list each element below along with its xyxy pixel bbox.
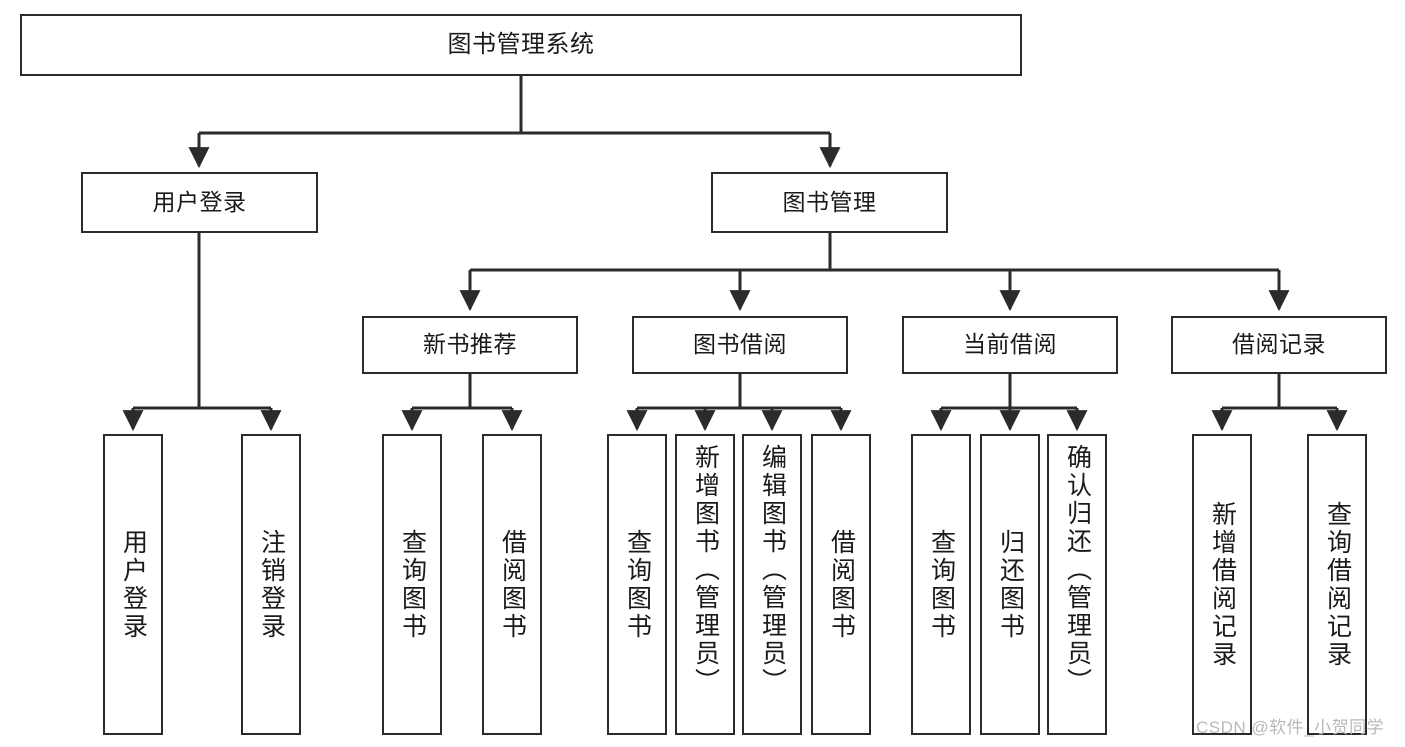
leaf-borrow-query-book-label: 查询图书: [623, 528, 652, 641]
leaf-user-login-label: 用户登录: [119, 528, 148, 641]
leaf-record-query-record-label: 查询借阅记录: [1323, 500, 1352, 669]
leaf-borrow-add-book-admin[interactable]: 新增图书（管理员）: [675, 434, 735, 735]
node-user-login[interactable]: 用户登录: [81, 172, 318, 233]
leaf-current-confirm-return-admin[interactable]: 确认归还（管理员）: [1047, 434, 1107, 735]
leaf-logout-label: 注销登录: [257, 528, 286, 641]
node-user-login-label: 用户登录: [152, 188, 247, 215]
node-borrow-record[interactable]: 借阅记录: [1171, 316, 1387, 374]
leaf-current-return-book-label: 归还图书: [996, 528, 1025, 641]
node-book-borrow-label: 图书借阅: [693, 331, 787, 358]
leaf-borrow-edit-book-admin-label: 编辑图书（管理员）: [758, 444, 787, 696]
node-book-management[interactable]: 图书管理: [711, 172, 948, 233]
leaf-borrow-edit-book-admin[interactable]: 编辑图书（管理员）: [742, 434, 802, 735]
leaf-current-return-book[interactable]: 归还图书: [980, 434, 1040, 735]
node-book-management-label: 图书管理: [782, 188, 877, 215]
leaf-borrow-borrow-book[interactable]: 借阅图书: [811, 434, 871, 735]
node-current-borrow[interactable]: 当前借阅: [902, 316, 1118, 374]
node-root-system-label: 图书管理系统: [447, 30, 595, 58]
leaf-borrow-add-book-admin-label: 新增图书（管理员）: [691, 444, 720, 696]
leaf-borrow-query-book[interactable]: 查询图书: [607, 434, 667, 735]
csdn-watermark: CSDN @软件_小贺同学: [1196, 718, 1385, 737]
leaf-newbook-query-book-label: 查询图书: [398, 528, 427, 641]
leaf-newbook-borrow-book-label: 借阅图书: [498, 528, 527, 641]
leaf-current-confirm-return-admin-label: 确认归还（管理员）: [1063, 444, 1092, 696]
leaf-user-login[interactable]: 用户登录: [103, 434, 163, 735]
node-new-book-recommend[interactable]: 新书推荐: [362, 316, 578, 374]
leaf-record-add-record[interactable]: 新增借阅记录: [1192, 434, 1252, 735]
leaf-borrow-borrow-book-label: 借阅图书: [827, 528, 856, 641]
leaf-record-add-record-label: 新增借阅记录: [1208, 500, 1237, 669]
node-book-borrow[interactable]: 图书借阅: [632, 316, 848, 374]
leaf-current-query-book-label: 查询图书: [927, 528, 956, 641]
leaf-logout[interactable]: 注销登录: [241, 434, 301, 735]
node-root-system[interactable]: 图书管理系统: [20, 14, 1022, 76]
leaf-record-query-record[interactable]: 查询借阅记录: [1307, 434, 1367, 735]
node-borrow-record-label: 借阅记录: [1232, 331, 1326, 358]
leaf-current-query-book[interactable]: 查询图书: [911, 434, 971, 735]
node-current-borrow-label: 当前借阅: [963, 331, 1057, 358]
leaf-newbook-borrow-book[interactable]: 借阅图书: [482, 434, 542, 735]
node-new-book-recommend-label: 新书推荐: [423, 331, 517, 358]
leaf-newbook-query-book[interactable]: 查询图书: [382, 434, 442, 735]
